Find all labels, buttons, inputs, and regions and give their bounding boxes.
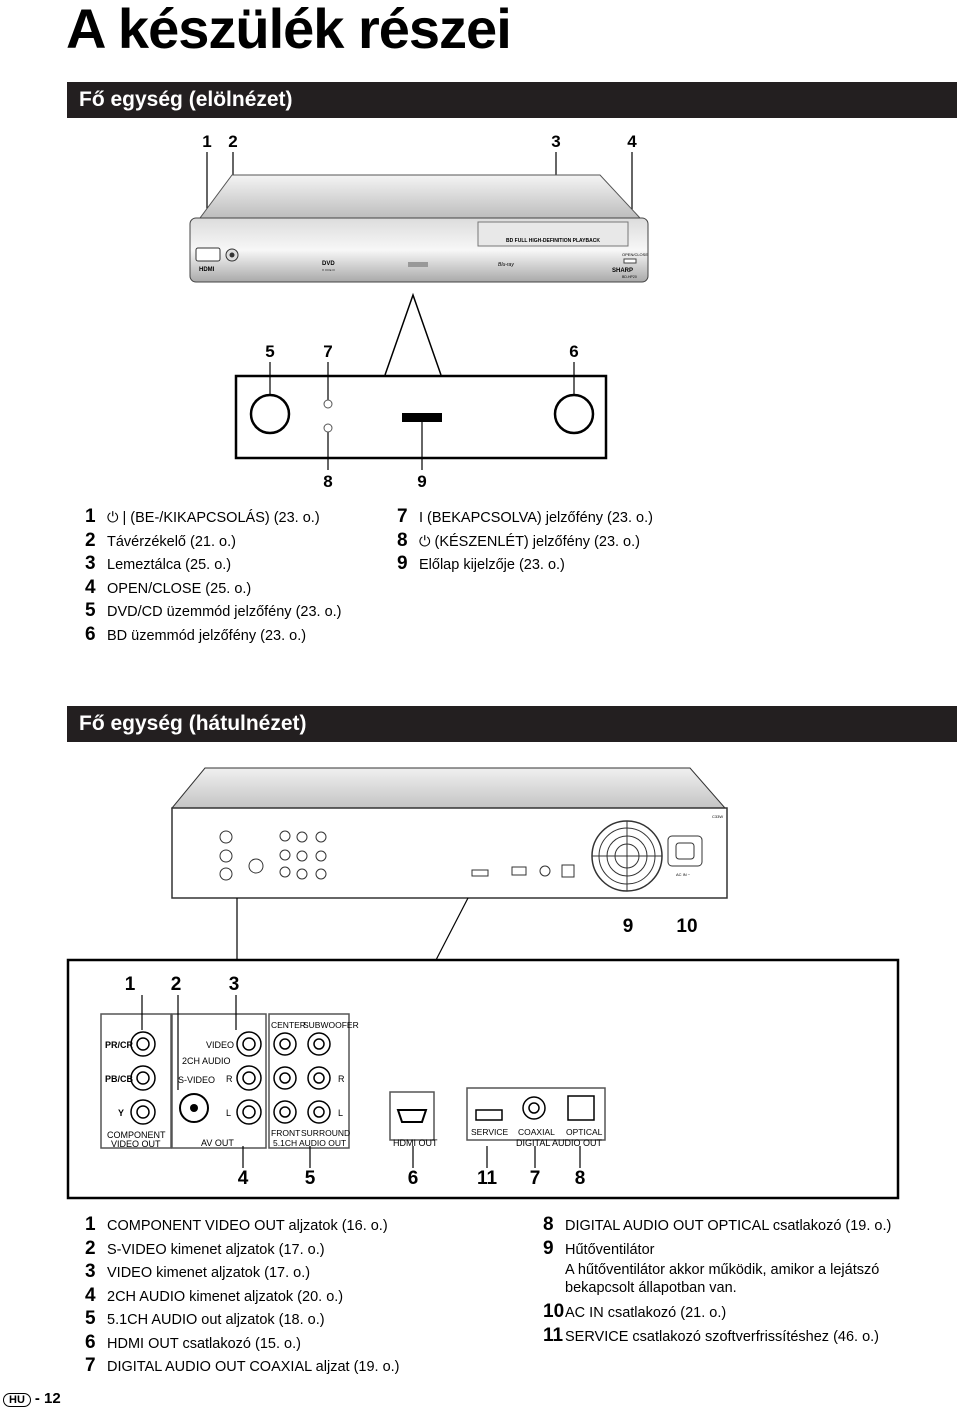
callout-rear: 1 bbox=[125, 974, 136, 995]
svg-text:S-VIDEO: S-VIDEO bbox=[178, 1075, 215, 1085]
svg-text:PR/CR: PR/CR bbox=[105, 1040, 134, 1050]
legend-item: 10AC IN csatlakozó (21. o.) bbox=[543, 1301, 727, 1322]
callout-rear: 11 bbox=[477, 1168, 498, 1189]
callout-front: 5 bbox=[265, 342, 274, 361]
svg-text:SURROUND: SURROUND bbox=[301, 1128, 350, 1138]
callout-rear: 10 bbox=[676, 916, 697, 937]
svg-text:COAXIAL: COAXIAL bbox=[518, 1127, 555, 1137]
dvd-logo: DVD bbox=[322, 261, 335, 267]
dvd-video-logo: V I D E O bbox=[322, 268, 335, 272]
bd-indicator-zoom bbox=[553, 393, 595, 435]
standby-indicator bbox=[323, 423, 333, 433]
section-header-front: Fő egység (elölnézet) bbox=[67, 82, 957, 118]
fan-note: A hűtőventilátor akkor működik, amikor a… bbox=[565, 1262, 880, 1296]
callout-front: 8 bbox=[323, 472, 332, 491]
rear-zoom-panel bbox=[66, 958, 900, 1200]
callout-rear: 9 bbox=[623, 916, 634, 937]
code-label: C33W bbox=[712, 814, 723, 819]
page-title: A készülék részei bbox=[66, 0, 512, 60]
svg-text:HDMI OUT: HDMI OUT bbox=[393, 1138, 438, 1148]
section-header-rear: Fő egység (hátulnézet) bbox=[67, 706, 957, 742]
svg-text:PB/CB: PB/CB bbox=[105, 1074, 134, 1084]
rear-view-illustration: C33W AC IN ~ PR/CR PB/CB Y COMPONENT VID… bbox=[66, 767, 900, 1200]
legend-item: 8⏻ (KÉSZENLÉT) jelzőfény (23. o.) bbox=[397, 529, 640, 551]
bd-playback-text: BD FULL HIGH-DEFINITION PLAYBACK bbox=[506, 238, 600, 244]
svg-text:L: L bbox=[226, 1108, 231, 1118]
svg-text:SERVICE: SERVICE bbox=[471, 1127, 508, 1137]
svg-text:AV OUT: AV OUT bbox=[201, 1138, 234, 1148]
svg-text:COMPONENT: COMPONENT bbox=[107, 1130, 166, 1140]
callout-front: 3 bbox=[551, 132, 560, 151]
callout-rear: 8 bbox=[575, 1168, 586, 1189]
svg-text:L: L bbox=[338, 1108, 343, 1118]
svg-text:5.1CH AUDIO OUT: 5.1CH AUDIO OUT bbox=[273, 1138, 346, 1148]
bluray-logo: Blu-ray bbox=[498, 262, 514, 268]
callout-front: 4 bbox=[627, 132, 637, 151]
callout-rear: 7 bbox=[530, 1168, 541, 1189]
callout-front: 6 bbox=[569, 342, 578, 361]
model-label: BD-HP20 bbox=[622, 275, 637, 279]
front-view-illustration: BD FULL HIGH-DEFINITION PLAYBACK HDMI DV… bbox=[189, 132, 649, 491]
callout-front: 1 bbox=[202, 132, 211, 151]
callout-rear: 5 bbox=[305, 1168, 316, 1189]
hdmi-logo: HDMI bbox=[199, 267, 215, 273]
svg-text:Y: Y bbox=[118, 1108, 124, 1118]
front-display bbox=[402, 413, 442, 422]
callout-rear: 4 bbox=[238, 1168, 249, 1189]
svg-text:DIGITAL AUDIO OUT: DIGITAL AUDIO OUT bbox=[516, 1138, 603, 1148]
svg-text:VIDEO: VIDEO bbox=[206, 1040, 234, 1050]
legend-item: 1⏻ | (BE-/KIKAPCSOLÁS) (23. o.) bbox=[85, 506, 320, 527]
svg-text:FRONT: FRONT bbox=[271, 1128, 300, 1138]
on-indicator bbox=[323, 399, 333, 409]
svg-text:CENTER: CENTER bbox=[271, 1020, 306, 1030]
power-button-zoom bbox=[249, 393, 291, 435]
callout-front: 2 bbox=[228, 132, 237, 151]
svg-text:OPTICAL: OPTICAL bbox=[566, 1127, 603, 1137]
callout-rear: 3 bbox=[229, 974, 240, 995]
callout-front: 7 bbox=[323, 342, 332, 361]
svg-text:VIDEO OUT: VIDEO OUT bbox=[111, 1139, 161, 1149]
callout-rear: 6 bbox=[408, 1168, 419, 1189]
svg-text:2CH AUDIO: 2CH AUDIO bbox=[182, 1056, 231, 1066]
open-close-label: OPEN/CLOSE bbox=[622, 252, 648, 257]
language-badge: HU bbox=[3, 1393, 31, 1407]
svg-text:R: R bbox=[338, 1074, 345, 1084]
callout-rear: 2 bbox=[171, 974, 182, 995]
ac-in-label: AC IN ~ bbox=[676, 872, 691, 877]
callout-front: 9 bbox=[417, 472, 426, 491]
sharp-logo: SHARP bbox=[612, 268, 633, 274]
svg-text:SUBWOOFER: SUBWOOFER bbox=[303, 1020, 359, 1030]
page-number: HU- 12 bbox=[3, 1390, 61, 1407]
svg-text:R: R bbox=[226, 1074, 233, 1084]
